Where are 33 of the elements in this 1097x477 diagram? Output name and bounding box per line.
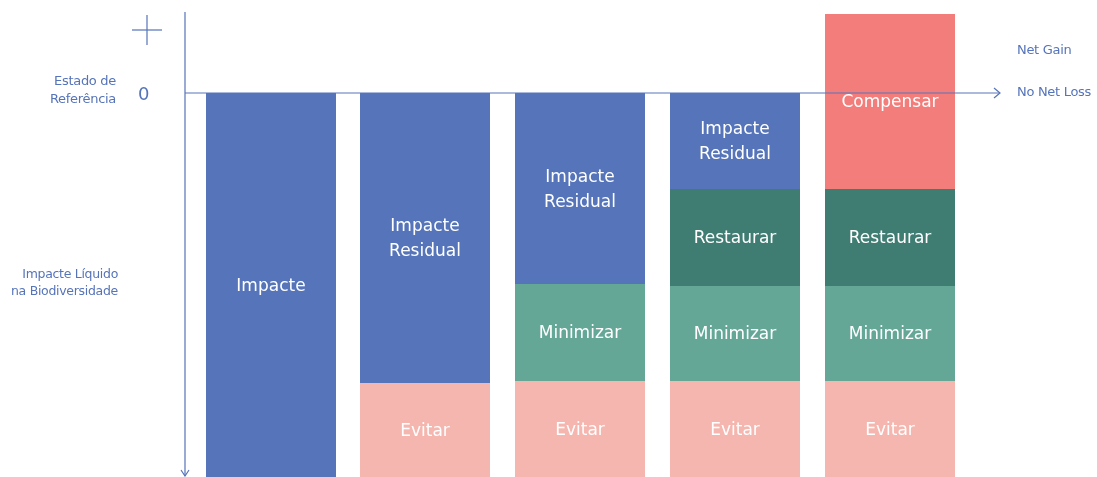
bar-label: Impacte bbox=[235, 273, 307, 297]
level-label: No Net Loss bbox=[1017, 83, 1092, 101]
bar-label: Restaurar bbox=[847, 226, 933, 250]
restore-bar bbox=[825, 189, 955, 286]
avoid-bar bbox=[825, 381, 955, 477]
bar-label: Evitar bbox=[709, 417, 761, 441]
bar-label: Impacte Residual bbox=[543, 164, 617, 213]
impact-bar bbox=[206, 93, 336, 477]
restore-bar bbox=[670, 189, 800, 286]
bar-label: Restaurar bbox=[692, 226, 778, 250]
impact-bar bbox=[515, 93, 645, 284]
minimize-bar bbox=[670, 286, 800, 381]
axis-label: Estado de Referência bbox=[48, 72, 116, 108]
offset-bar bbox=[825, 14, 955, 189]
minimize-bar bbox=[825, 286, 955, 381]
minimize-bar bbox=[515, 284, 645, 381]
avoid-bar bbox=[670, 381, 800, 477]
bar-label: Impacte Residual bbox=[388, 214, 462, 262]
zero-tick-label: 0 bbox=[138, 82, 151, 106]
bar-label: Evitar bbox=[554, 417, 606, 441]
bar-label: Compensar bbox=[840, 90, 940, 114]
bar-label: Impacte Residual bbox=[698, 117, 772, 165]
avoid-bar bbox=[360, 383, 490, 477]
bar-label: Minimizar bbox=[847, 322, 933, 346]
bar-label: Evitar bbox=[399, 418, 451, 442]
avoid-bar bbox=[515, 381, 645, 477]
bar-label: Minimizar bbox=[537, 321, 623, 345]
axis-label: Impacte Líquido na Biodiversidade bbox=[10, 266, 118, 300]
level-label: Net Gain bbox=[1017, 41, 1073, 59]
impact-bar bbox=[360, 93, 490, 383]
bar-label: Minimizar bbox=[692, 322, 778, 346]
bar-label: Evitar bbox=[864, 417, 916, 441]
impact-bar bbox=[670, 93, 800, 189]
